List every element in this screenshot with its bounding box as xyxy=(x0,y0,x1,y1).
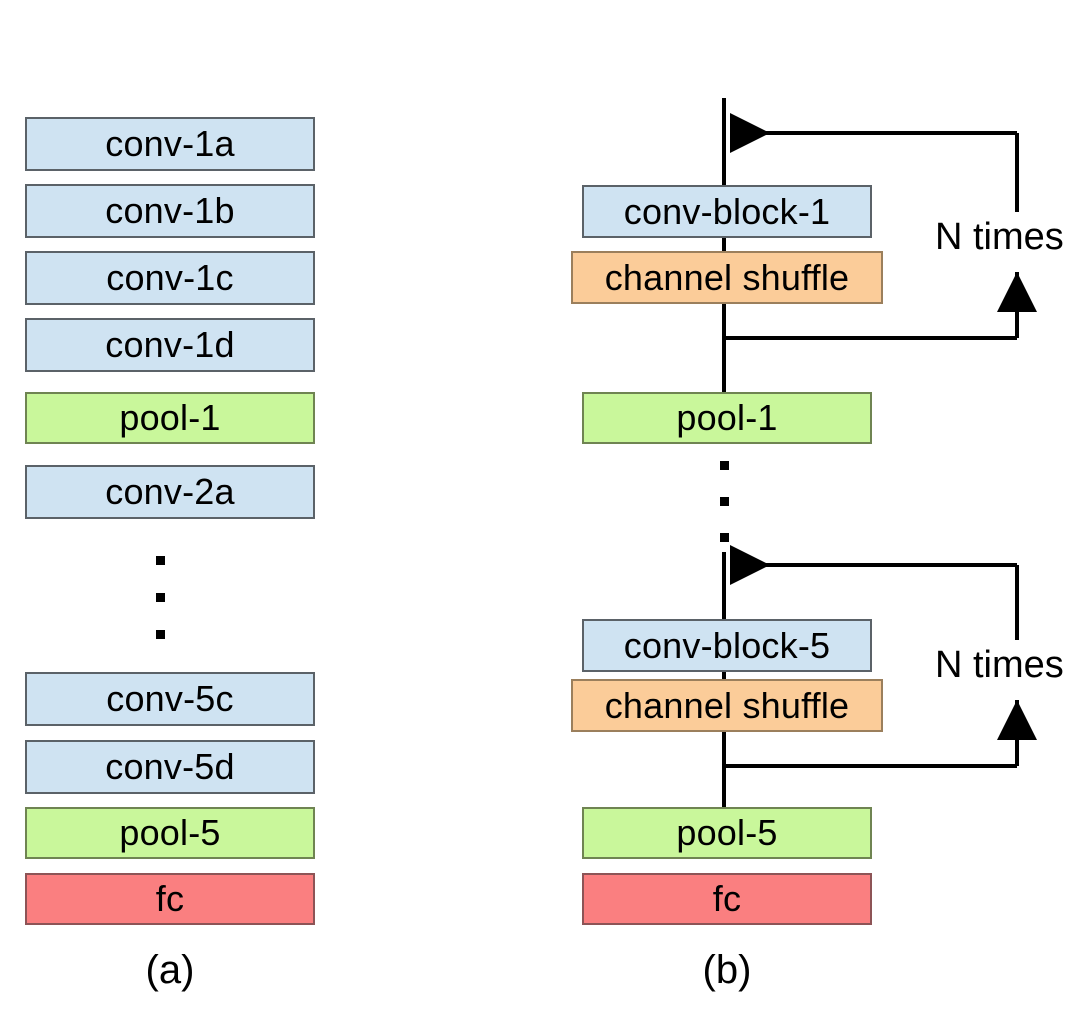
block-label: conv-1a xyxy=(105,123,235,164)
block-fc[interactable]: fc xyxy=(582,873,872,925)
block-conv-1b[interactable]: conv-1b xyxy=(25,184,315,238)
block-conv-1a[interactable]: conv-1a xyxy=(25,117,315,171)
block-conv-block-5[interactable]: conv-block-5 xyxy=(582,619,872,672)
block-label: fc xyxy=(155,878,185,919)
block-conv-2a[interactable]: conv-2a xyxy=(25,465,315,519)
block-pool-5[interactable]: pool-5 xyxy=(582,807,872,859)
block-label: conv-1b xyxy=(105,190,235,231)
ellipsis-dot xyxy=(156,630,165,639)
block-channel-shuffle-1[interactable]: channel shuffle xyxy=(571,251,883,304)
block-label: channel shuffle xyxy=(604,256,850,298)
block-conv-block-1[interactable]: conv-block-1 xyxy=(582,185,872,238)
block-label: fc xyxy=(712,878,742,919)
ellipsis-dot xyxy=(156,556,165,565)
block-label: channel shuffle xyxy=(604,684,850,726)
loop-label-1: N times xyxy=(935,216,1064,258)
block-label: conv-block-5 xyxy=(623,624,831,666)
panel-b-caption: (b) xyxy=(702,948,752,992)
loop-label-2: N times xyxy=(935,644,1064,686)
block-fc[interactable]: fc xyxy=(25,873,315,925)
ellipsis-dot xyxy=(720,533,729,542)
block-label: conv-1d xyxy=(105,324,235,365)
block-conv-1d[interactable]: conv-1d xyxy=(25,318,315,372)
block-label: conv-block-1 xyxy=(623,190,831,232)
block-label: pool-1 xyxy=(676,397,778,438)
block-pool-1[interactable]: pool-1 xyxy=(582,392,872,444)
block-label: conv-5d xyxy=(105,746,235,787)
block-label: pool-5 xyxy=(119,812,221,853)
block-label: pool-5 xyxy=(676,812,778,853)
block-pool-1[interactable]: pool-1 xyxy=(25,392,315,444)
block-conv-1c[interactable]: conv-1c xyxy=(25,251,315,305)
block-channel-shuffle-5[interactable]: channel shuffle xyxy=(571,679,883,732)
block-label: conv-2a xyxy=(105,471,235,512)
ellipsis-dot xyxy=(720,497,729,506)
block-label: conv-1c xyxy=(106,257,234,298)
block-label: conv-5c xyxy=(106,678,234,719)
panel-a-caption: (a) xyxy=(145,948,195,992)
ellipsis-dot xyxy=(720,461,729,470)
block-conv-5d[interactable]: conv-5d xyxy=(25,740,315,794)
ellipsis-dot xyxy=(156,593,165,602)
block-label: pool-1 xyxy=(119,397,221,438)
block-conv-5c[interactable]: conv-5c xyxy=(25,672,315,726)
block-pool-5[interactable]: pool-5 xyxy=(25,807,315,859)
